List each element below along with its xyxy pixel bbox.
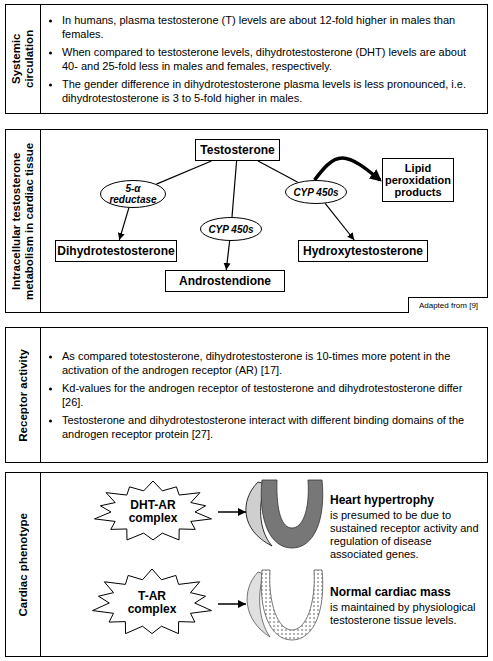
node-label: T-AR complex [119, 590, 185, 616]
panel-box: Receptor activity As compared totestoster… [5, 327, 488, 463]
node-label: DHT-AR complex [120, 499, 186, 525]
panel-side: Systemic circulation [6, 5, 41, 113]
starburst-shape [95, 481, 212, 540]
phenotype-heading: Normal cardiac mass [330, 586, 485, 599]
bullet-text: As compared totestosterone, dihydrotesto… [62, 350, 479, 377]
compound-box: Hydroxytestosterone [298, 240, 428, 262]
node-label: Testosterone [200, 144, 274, 157]
panel-side: Cardiac phenotype [6, 473, 41, 656]
panel-heading: Intracellular testosterone metabolism in… [10, 132, 36, 310]
panel-box: Systemic circulation In humans, plasma te… [5, 4, 488, 114]
ellipse-shape [101, 181, 166, 208]
bullet-text: In humans, plasma testosterone (T) level… [62, 14, 479, 41]
compound-box: Dihydrotestosterone [55, 240, 177, 262]
panel-side: Receptor activity [6, 328, 41, 462]
node-label: CYP 450s [208, 224, 253, 235]
phenotype-text: is presumed to be due to sustained recep… [330, 509, 480, 561]
panel-box: Intracellular testosterone metabolism in… [5, 129, 488, 313]
phenotype-heading: Heart hypertrophy [330, 494, 485, 507]
starburst-node: T-AR complex [90, 568, 214, 638]
bullet-list: As compared totestosterone, dihydrotesto… [46, 350, 479, 441]
product-box: Lipid peroxidation products [382, 158, 454, 202]
node-label: CYP 450s [293, 187, 338, 198]
panel-side: Intracellular testosterone metabolism in… [6, 130, 41, 312]
node-label: Dihydrotestosterone [57, 245, 174, 258]
node-label: 5-α reductase [108, 183, 158, 205]
starburst-shape [93, 569, 212, 634]
panel-heading: Systemic circulation [10, 7, 36, 111]
starburst-node: DHT-AR complex [92, 480, 214, 544]
node-label: Androstendione [179, 275, 271, 288]
panel-heading: Cardiac phenotype [17, 513, 30, 617]
bullet-text: Kd-values for the androgen receptor of t… [62, 382, 479, 409]
phenotype-text: is maintained by physiological testoster… [330, 601, 480, 627]
compound-box: Androstendione [165, 270, 285, 292]
ellipse-shape [201, 218, 262, 241]
bullet-list: In humans, plasma testosterone (T) level… [46, 14, 479, 105]
ellipse-shape [286, 181, 347, 204]
compound-box: Testosterone [195, 139, 280, 161]
bullet-text: Testosterone and dihydrotestosterone int… [62, 414, 479, 441]
node-label: Adapted from [9] [419, 301, 478, 310]
source-note: Adapted from [9] [408, 297, 488, 313]
enzyme-ellipse: CYP 450s [200, 217, 262, 241]
panel-heading: Receptor activity [17, 349, 30, 442]
enzyme-ellipse: 5-α reductase [100, 180, 166, 208]
node-label: Hydroxytestosterone [303, 245, 423, 258]
bullet-text: When compared to testosterone levels, di… [62, 46, 479, 73]
enzyme-ellipse: CYP 450s [285, 180, 347, 204]
node-label: Lipid peroxidation products [385, 162, 451, 198]
bullet-text: The gender difference in dihydrotestoste… [62, 78, 479, 105]
